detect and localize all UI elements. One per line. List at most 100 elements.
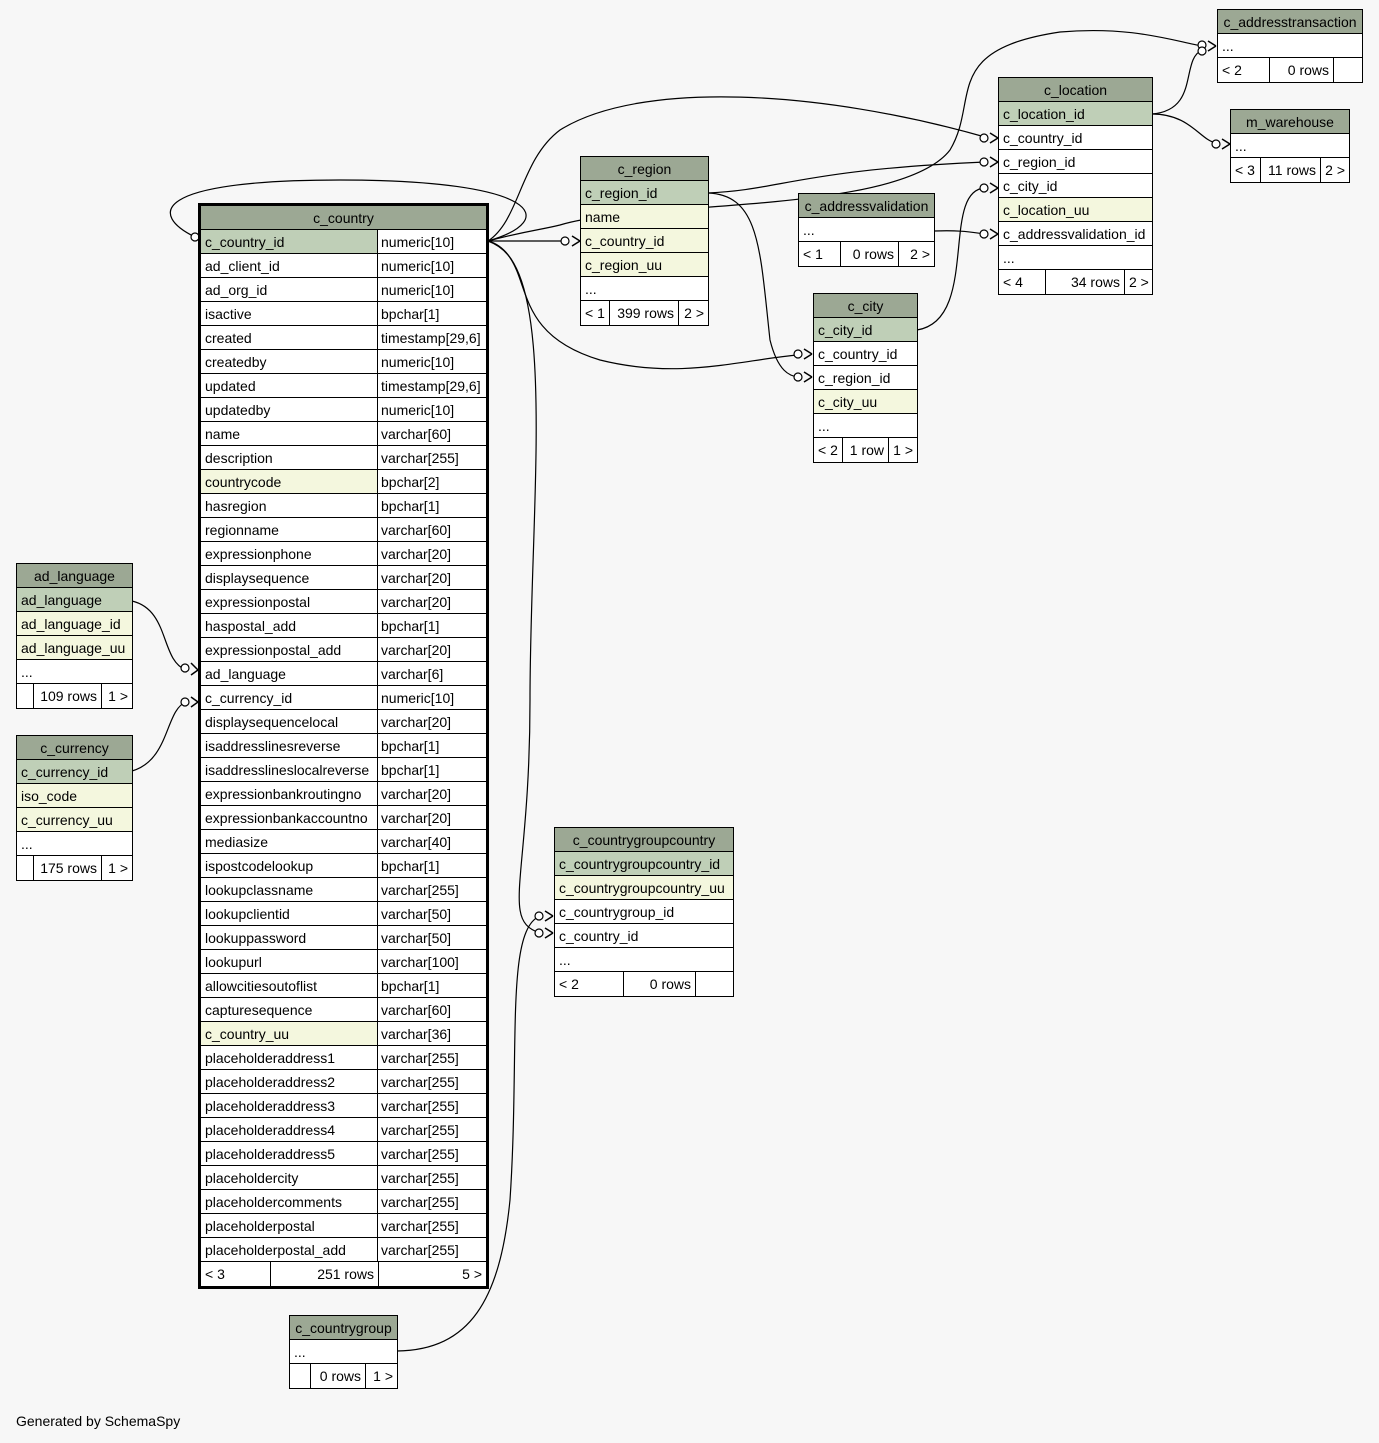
column-row[interactable]: ad_language_id (17, 612, 132, 636)
footer-right[interactable]: 2 > (684, 305, 704, 321)
footer-left[interactable]: < 1 (581, 301, 610, 325)
column-row[interactable]: c_city_uu (814, 390, 917, 414)
table-title[interactable]: c_city (814, 294, 917, 318)
column-row[interactable]: c_addressvalidation_id (999, 222, 1152, 246)
column-row[interactable]: c_country_id (814, 342, 917, 366)
column-row[interactable]: ... (814, 414, 917, 438)
table-title[interactable]: c_region (581, 157, 708, 181)
footer-left[interactable]: < 2 (555, 972, 624, 996)
footer-right[interactable]: 5 > (462, 1266, 482, 1282)
column-row[interactable]: name (581, 205, 708, 229)
column-row[interactable]: c_region_id (581, 181, 708, 205)
table-title[interactable]: c_location (999, 78, 1152, 102)
footer-right[interactable]: 1 > (108, 688, 128, 704)
table-title[interactable]: c_countrygroupcountry (555, 828, 733, 852)
footer-right[interactable] (696, 972, 733, 996)
column-row[interactable]: c_location_id (999, 102, 1152, 126)
footer-left[interactable]: < 1 (799, 242, 841, 266)
column-row[interactable]: c_country_id (555, 924, 733, 948)
column-row[interactable]: ... (1218, 34, 1362, 58)
footer-left[interactable] (17, 856, 34, 880)
footer-right[interactable] (1334, 58, 1362, 82)
table-title[interactable]: m_warehouse (1231, 110, 1349, 134)
table-title[interactable]: c_currency (17, 736, 132, 760)
column-row[interactable]: c_currency_uu (17, 808, 132, 832)
table-title[interactable]: c_addressvalidation (799, 194, 934, 218)
column-row[interactable]: c_countrygroup_id (555, 900, 733, 924)
footer-right[interactable]: 1 > (108, 860, 128, 876)
column-row[interactable]: c_countrygroupcountry_id (555, 852, 733, 876)
footer-left[interactable]: < 3 (1231, 158, 1261, 182)
footer-left[interactable]: < 4 (999, 270, 1046, 294)
column-row[interactable]: c_city_id (814, 318, 917, 342)
footer-left[interactable]: < 3 (201, 1262, 271, 1286)
footer-right[interactable]: 2 > (910, 246, 930, 262)
footer-left[interactable] (290, 1364, 311, 1388)
column-row[interactable]: ... (17, 832, 132, 856)
column-row[interactable]: iso_code (17, 784, 132, 808)
table-title[interactable]: c_countrygroup (290, 1316, 397, 1340)
footer-right[interactable]: 2 > (1129, 274, 1149, 290)
footer-right[interactable]: 1 > (893, 442, 913, 458)
column-row[interactable]: c_country_id (581, 229, 708, 253)
column-row[interactable]: ... (17, 660, 132, 684)
column-row[interactable]: ... (999, 246, 1152, 270)
column-row[interactable]: ... (581, 277, 708, 301)
table-title[interactable]: ad_language (17, 564, 132, 588)
column-row[interactable]: c_region_id (999, 150, 1152, 174)
column-row[interactable]: c_region_id (814, 366, 917, 390)
column-row[interactable]: c_country_id (999, 126, 1152, 150)
column-row[interactable]: ... (290, 1340, 397, 1364)
column-row[interactable]: c_city_id (999, 174, 1152, 198)
table-title[interactable]: c_addresstransaction (1218, 10, 1362, 34)
footer-left[interactable] (17, 684, 34, 708)
table-title[interactable]: c_country (201, 206, 486, 230)
